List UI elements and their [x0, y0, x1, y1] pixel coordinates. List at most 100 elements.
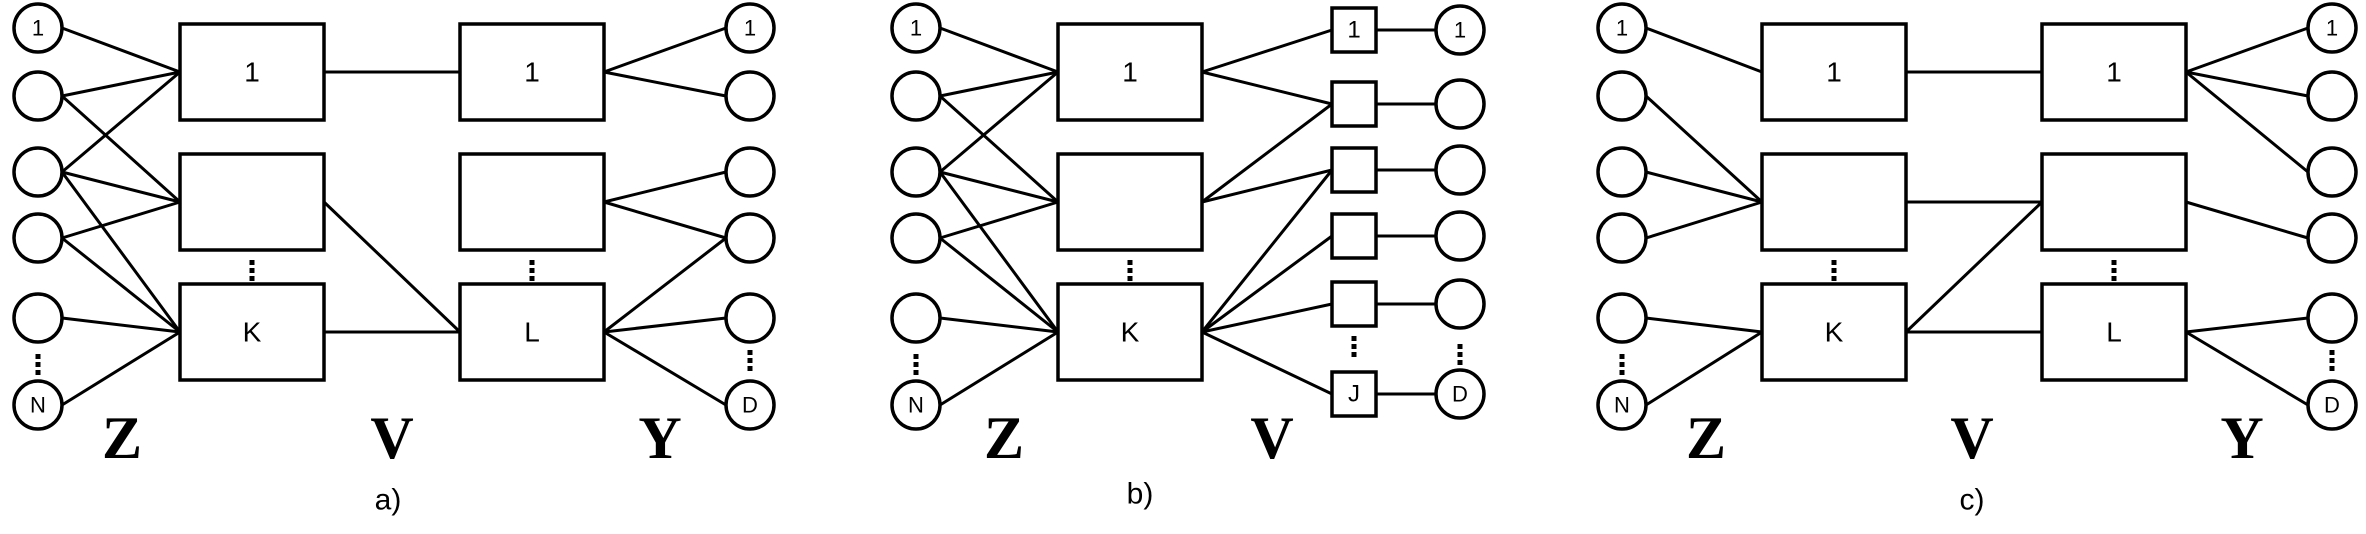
- edge-v-y: [603, 170, 727, 204]
- v-box-label: 1: [1122, 57, 1138, 88]
- z-node: [1596, 146, 1648, 198]
- z-node: [890, 2, 942, 54]
- ellipsis-v-dot: [1127, 276, 1133, 281]
- v-right-box: [2040, 152, 2188, 252]
- ellipsis-z-dot: [35, 354, 41, 359]
- z-node: [1596, 212, 1648, 264]
- ellipsis-z-dot: [1619, 362, 1625, 367]
- y-node: [724, 379, 776, 431]
- v-box-label: K: [1121, 317, 1140, 348]
- edge-v-small: [1201, 168, 1333, 204]
- edge-v-small: [1200, 169, 1334, 333]
- edge-z-v: [61, 236, 181, 334]
- layer-label-z: Z: [984, 405, 1024, 471]
- edge-z-v: [939, 316, 1059, 334]
- v-box: [1056, 282, 1204, 382]
- edge-z-v: [60, 94, 182, 204]
- ellipsis-small: [1351, 336, 1357, 357]
- ellipsis-v-right: [2111, 260, 2117, 281]
- y-node: [724, 292, 776, 344]
- v-right-box: [458, 22, 606, 122]
- z-node: [12, 379, 64, 431]
- v-box: [1056, 152, 1204, 252]
- ellipsis-v-left-dot: [249, 276, 255, 281]
- v-left-box: [1760, 22, 1908, 122]
- layer-label-y: Y: [2220, 405, 2263, 471]
- ellipsis-y-dot: [747, 358, 753, 363]
- z-node: [890, 292, 942, 344]
- layer-label-v: V: [370, 405, 413, 471]
- edge-v-y: [2185, 316, 2309, 334]
- ellipsis-v-right-dot: [529, 276, 535, 281]
- ellipsis-small-dot: [1351, 344, 1357, 349]
- edge-z-v: [939, 70, 1059, 98]
- edge-z-v: [61, 316, 181, 334]
- z-node: [12, 212, 64, 264]
- y-node: [1434, 78, 1486, 130]
- ellipsis-z: [913, 354, 919, 375]
- edge-v-y: [603, 330, 727, 407]
- ellipsis-v-left: [1831, 260, 1837, 281]
- edge-z-v: [1645, 200, 1763, 240]
- y-node: [1434, 368, 1486, 420]
- edge-z-v: [61, 170, 181, 204]
- v-left-box: [1760, 282, 1908, 382]
- v-left-box: [178, 22, 326, 122]
- ellipsis-v-left-dot: [1831, 268, 1837, 273]
- z-node: [1596, 292, 1648, 344]
- edge-z-v: [939, 70, 1059, 174]
- ellipsis-z-dot: [913, 362, 919, 367]
- ellipsis-z: [35, 354, 41, 375]
- y-node: [2306, 2, 2358, 54]
- v-left-box-label: K: [243, 317, 262, 348]
- ellipsis-z-dot: [1619, 370, 1625, 375]
- v-small-box: [1330, 212, 1378, 260]
- edge-z-v: [939, 170, 1059, 204]
- edge-v-y: [2185, 70, 2309, 174]
- ellipsis-y-dot: [747, 366, 753, 371]
- v-right-box: [458, 152, 606, 252]
- edge-z-v: [61, 70, 181, 98]
- y-node-label: D: [2324, 393, 2340, 418]
- v-left-box: [178, 282, 326, 382]
- ellipsis-v-right-dot: [2111, 268, 2117, 273]
- ellipsis-v-left: [249, 260, 255, 281]
- ellipsis-y: [1457, 344, 1463, 365]
- ellipsis-v-right-dot: [2111, 260, 2117, 265]
- ellipsis-y-dot: [1457, 352, 1463, 357]
- layer-label-y: Y: [638, 405, 681, 471]
- ellipsis-z-dot: [913, 370, 919, 375]
- z-node: [12, 70, 64, 122]
- y-node-label: 1: [744, 16, 756, 41]
- v-left-box-label: K: [1825, 317, 1844, 348]
- y-node: [2306, 146, 2358, 198]
- z-node: [12, 292, 64, 344]
- edge-v-y: [2185, 70, 2309, 98]
- ellipsis-small-dot: [1351, 336, 1357, 341]
- z-node: [1596, 70, 1648, 122]
- ellipsis-z-dot: [35, 362, 41, 367]
- layer-label-v: V: [1250, 405, 1293, 471]
- edge-z-v: [1645, 170, 1763, 204]
- z-node: [1596, 379, 1648, 431]
- layer-label-v: V: [1950, 405, 1993, 471]
- y-node: [724, 146, 776, 198]
- v-right-box: [458, 282, 606, 382]
- v-small-box: [1330, 146, 1378, 194]
- edge-z-v: [1644, 94, 1764, 204]
- v-right-box-label: L: [2106, 317, 2122, 348]
- ellipsis-v-dot: [1127, 260, 1133, 265]
- edge-v-y: [2185, 200, 2309, 240]
- y-node: [1434, 210, 1486, 262]
- edge-v-y: [603, 316, 727, 334]
- z-node-label: N: [30, 393, 46, 418]
- edge-z-v: [1645, 330, 1763, 407]
- edge-v-y: [603, 26, 727, 74]
- v-right-box-label: L: [524, 317, 540, 348]
- v-left-box: [178, 152, 326, 252]
- edge-v-small: [1201, 302, 1333, 334]
- y-node: [1434, 4, 1486, 56]
- edge-z-v: [939, 200, 1059, 240]
